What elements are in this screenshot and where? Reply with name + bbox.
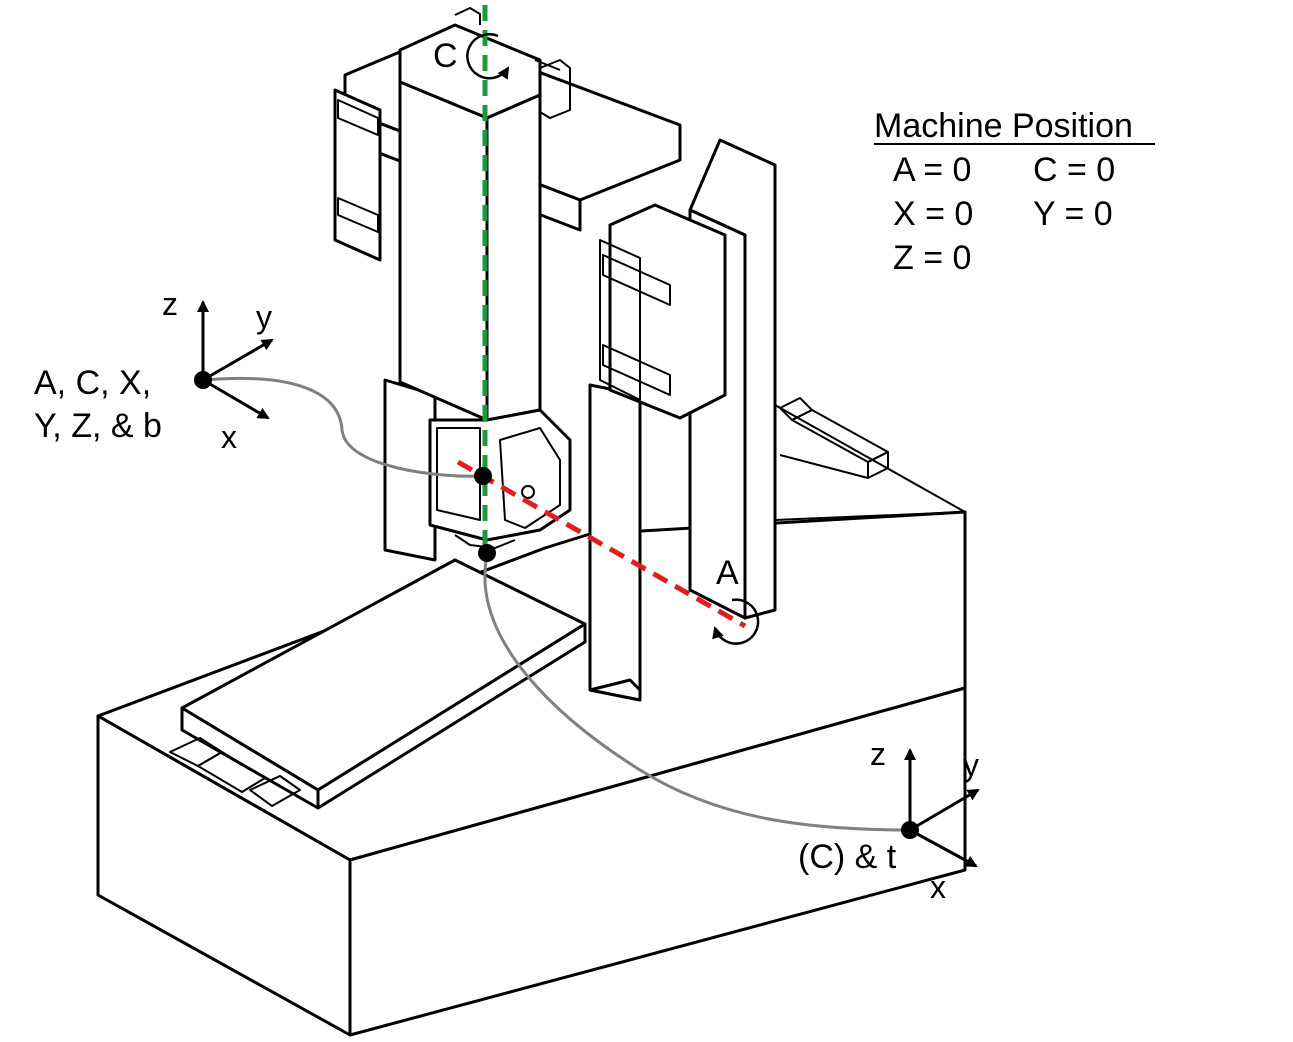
spindle-pivot-point — [474, 467, 492, 485]
c-axis-label: C — [433, 37, 458, 75]
machine-position-legend: Machine Position A = 0 C = 0 X = 0 Y = 0… — [874, 107, 1155, 277]
spindle-frame-label-line2: Y, Z, & b — [34, 407, 162, 445]
machine-position-c: C = 0 — [1033, 151, 1115, 189]
machine-position-x: X = 0 — [893, 195, 973, 233]
table-frame-x-label: x — [930, 869, 946, 905]
c-rotation-arrow — [466, 33, 510, 80]
spindle-head — [398, 7, 571, 422]
a-axis-line — [456, 459, 747, 629]
a-axis-label: A — [716, 554, 739, 592]
side-bracket — [599, 203, 727, 420]
work-table — [169, 558, 587, 810]
table-frame-y-label: y — [963, 747, 979, 783]
table-coordinate-frame — [901, 748, 980, 868]
spindle-frame-leader — [204, 376, 484, 478]
machine-position-a: A = 0 — [893, 151, 971, 189]
tool-tip-point — [478, 544, 496, 562]
spindle-frame-x-label: x — [221, 419, 237, 455]
machine-position-z: Z = 0 — [893, 239, 971, 277]
machine-position-title: Machine Position — [874, 107, 1133, 145]
machine-position-y: Y = 0 — [1033, 195, 1113, 233]
table-frame-label: (C) & t — [798, 838, 897, 876]
tilt-head — [428, 408, 572, 549]
table-frame-leader — [483, 554, 911, 832]
spindle-frame-label-line1: A, C, X, — [34, 364, 151, 402]
table-frame-z-label: z — [870, 736, 886, 772]
a-rotation-arrow — [712, 598, 760, 645]
spindle-frame-z-label: z — [162, 286, 178, 322]
spindle-frame-y-label: y — [256, 299, 272, 335]
spindle-coordinate-frame — [194, 300, 274, 420]
